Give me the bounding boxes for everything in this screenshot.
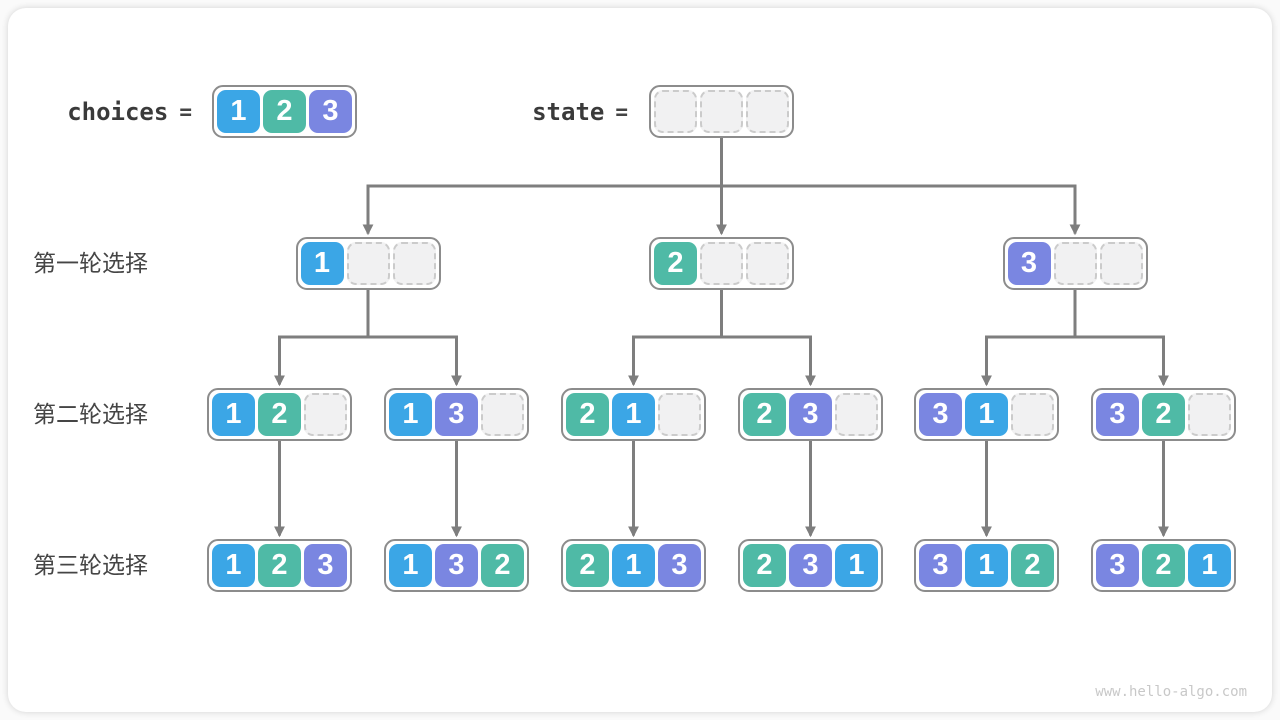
cell-value-1: 1 bbox=[1188, 544, 1231, 587]
cell-value-2: 2 bbox=[263, 90, 306, 133]
cell-value-1: 1 bbox=[212, 393, 255, 436]
cell-value-1: 1 bbox=[612, 393, 655, 436]
cell-value-2: 2 bbox=[258, 393, 301, 436]
cell-empty bbox=[746, 242, 789, 285]
cell-empty bbox=[1099, 242, 1143, 285]
cell-empty bbox=[392, 242, 436, 285]
cell-empty bbox=[746, 90, 789, 133]
watermark: www.hello-algo.com bbox=[1095, 684, 1247, 700]
cell-value-3: 3 bbox=[919, 544, 962, 587]
cell-value-1: 1 bbox=[612, 544, 655, 587]
cell-value-3: 3 bbox=[919, 393, 962, 436]
cell-value-2: 2 bbox=[654, 242, 697, 285]
cell-empty bbox=[304, 393, 347, 436]
cell-value-2: 2 bbox=[566, 393, 609, 436]
cell-value-2: 2 bbox=[1011, 544, 1054, 587]
cell-value-2: 2 bbox=[1142, 544, 1185, 587]
cell-value-3: 3 bbox=[658, 544, 701, 587]
cell-value-2: 2 bbox=[481, 544, 524, 587]
cell-empty bbox=[658, 393, 701, 436]
state-node-1: 1 bbox=[295, 237, 441, 290]
state-label: state = bbox=[532, 85, 628, 138]
row-label-round-1: 第一轮选择 bbox=[33, 250, 148, 276]
cell-value-3: 3 bbox=[435, 393, 478, 436]
cell-empty bbox=[835, 393, 878, 436]
canvas-background bbox=[8, 8, 1272, 712]
cell-value-3: 3 bbox=[789, 544, 832, 587]
cell-empty bbox=[1188, 393, 1231, 436]
cell-value-1: 1 bbox=[212, 544, 255, 587]
cell-value-2: 2 bbox=[1142, 393, 1185, 436]
cell-empty bbox=[346, 242, 390, 285]
equals-sign: = bbox=[179, 99, 192, 124]
cell-empty bbox=[1053, 242, 1097, 285]
cell-value-1: 1 bbox=[835, 544, 878, 587]
state-array-root bbox=[649, 85, 794, 138]
choices-keyword: choices bbox=[67, 97, 169, 126]
cell-value-1: 1 bbox=[389, 393, 432, 436]
row-label-round-2: 第二轮选择 bbox=[33, 401, 148, 427]
cell-value-3: 3 bbox=[304, 544, 347, 587]
cell-empty bbox=[654, 90, 697, 133]
cell-value-2: 2 bbox=[743, 393, 786, 436]
cell-value-1: 1 bbox=[389, 544, 432, 587]
cell-value-2: 2 bbox=[258, 544, 301, 587]
cell-value-1: 1 bbox=[965, 393, 1008, 436]
cell-value-1: 1 bbox=[965, 544, 1008, 587]
equals-sign: = bbox=[615, 99, 628, 124]
cell-empty bbox=[1011, 393, 1054, 436]
choices-label: choices = bbox=[67, 85, 192, 138]
cell-empty bbox=[481, 393, 524, 436]
cell-value-3: 3 bbox=[789, 393, 832, 436]
cell-value-1: 1 bbox=[217, 90, 260, 133]
cell-empty bbox=[700, 242, 743, 285]
cell-empty bbox=[700, 90, 743, 133]
state-node-3: 3 bbox=[1002, 237, 1148, 290]
cell-value-3: 3 bbox=[309, 90, 352, 133]
cell-value-2: 2 bbox=[566, 544, 609, 587]
cell-value-3: 3 bbox=[1096, 393, 1139, 436]
state-keyword: state bbox=[532, 97, 605, 126]
cell-value-3: 3 bbox=[1007, 242, 1051, 285]
cell-value-2: 2 bbox=[743, 544, 786, 587]
row-label-round-3: 第三轮选择 bbox=[33, 552, 148, 578]
cell-value-3: 3 bbox=[1096, 544, 1139, 587]
cell-value-3: 3 bbox=[435, 544, 478, 587]
cell-value-1: 1 bbox=[300, 242, 344, 285]
state-node-2: 2 bbox=[649, 237, 794, 290]
